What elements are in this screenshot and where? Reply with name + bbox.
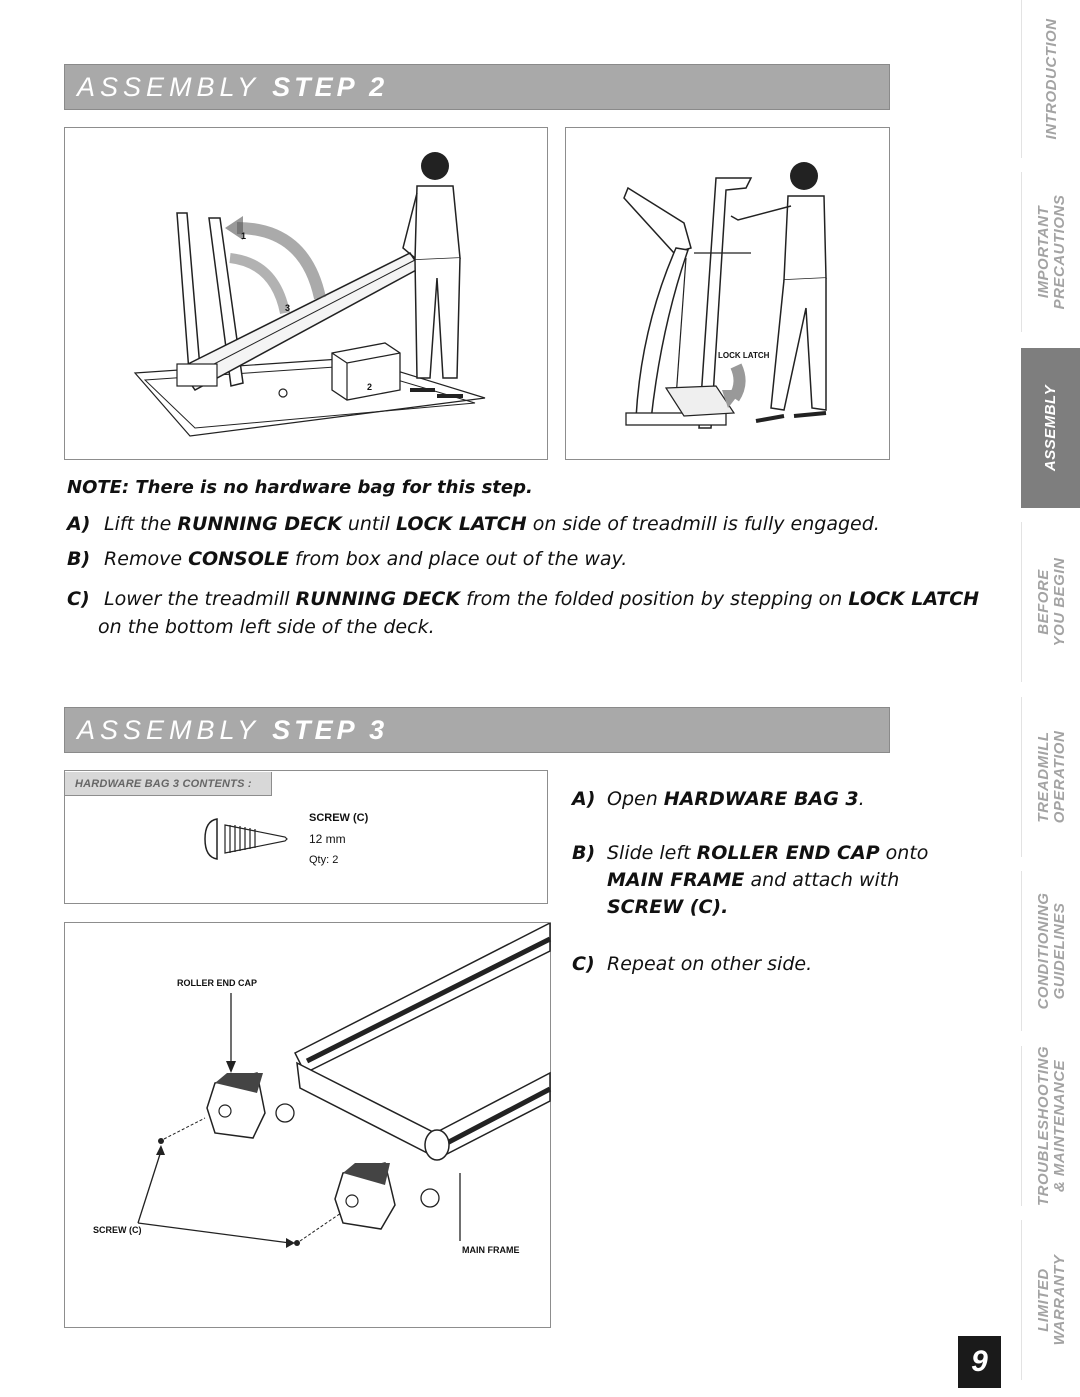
step3-header: ASSEMBLY STEP 3: [64, 707, 890, 753]
step2-item-a-mid: until: [347, 513, 390, 535]
step3-item-c-before: Repeat on other side.: [607, 953, 813, 975]
step3-item-b-line3-after: .: [721, 896, 729, 918]
step3-item-b-line3-em: SCREW (C): [607, 896, 722, 918]
step2-item-a-before: Lift the: [104, 513, 172, 535]
step3-item-c-key: C): [572, 953, 595, 975]
sidebar-tab-important-precautions[interactable]: IMPORTANT PRECAUTIONS: [1021, 172, 1080, 332]
sidebar-tab-limited-warranty[interactable]: LIMITED WARRANTY: [1021, 1220, 1080, 1380]
step2-item-b-key: B): [67, 548, 91, 570]
sidebar-tab-introduction[interactable]: INTRODUCTION: [1021, 0, 1080, 158]
step3-item-a-after: .: [858, 788, 865, 810]
sidebar-tab-treadmill-operation[interactable]: TREADMILL OPERATION: [1021, 697, 1080, 857]
step2-item-b-before: Remove: [104, 548, 183, 570]
step2-header: ASSEMBLY STEP 2: [64, 64, 890, 110]
step3-item-b-before: Slide left: [607, 842, 691, 864]
sidebar-tab-assembly[interactable]: ASSEMBLY: [1021, 348, 1080, 508]
hardware-item-qty: Qty: 2: [309, 854, 339, 866]
step3-item-b-em1: ROLLER END CAP: [696, 842, 880, 864]
step3-instruction-c: C) Repeat on other side.: [572, 951, 812, 978]
step2-item-c-before: Lower the treadmill: [104, 588, 290, 610]
step2-note: NOTE: There is no hardware bag for this …: [67, 477, 533, 498]
hardware-bag-tab: HARDWARE BAG 3 CONTENTS :: [65, 772, 272, 796]
step2-box-label-2: 2: [367, 382, 372, 392]
sidebar-tab-limited-warranty-label: LIMITED WARRANTY: [1034, 1254, 1068, 1346]
sidebar-tab-troubleshooting-label: TROUBLESHOOTING & MAINTENANCE: [1034, 1046, 1068, 1206]
step3-title-light: ASSEMBLY: [77, 715, 260, 745]
step2-item-b-em1: CONSOLE: [188, 548, 289, 570]
hardware-item-size: 12 mm: [309, 832, 346, 846]
step2-item-a-key: A): [67, 513, 91, 535]
step2-arrow-label-3: 3: [285, 303, 290, 313]
step2-arrow-label-1: 1: [241, 231, 246, 241]
step3-instruction-b: B) Slide left ROLLER END CAP onto MAIN FR…: [572, 840, 928, 921]
step2-instruction-b: B) Remove CONSOLE from box and place out…: [67, 548, 627, 570]
roller-end-cap-label: ROLLER END CAP: [177, 978, 257, 988]
step2-item-a-after: on side of treadmill is fully engaged.: [532, 513, 880, 535]
step3-item-a-key: A): [572, 788, 596, 810]
main-frame-label: MAIN FRAME: [462, 1245, 520, 1255]
sidebar-tab-assembly-label: ASSEMBLY: [1041, 384, 1059, 472]
sidebar-tab-troubleshooting[interactable]: TROUBLESHOOTING & MAINTENANCE: [1021, 1046, 1080, 1206]
step2-title-light: ASSEMBLY: [77, 72, 260, 102]
step3-item-a-em1: HARDWARE BAG 3: [663, 788, 859, 810]
step3-item-a-before: Open: [607, 788, 658, 810]
sidebar-tab-treadmill-operation-label: TREADMILL OPERATION: [1034, 730, 1068, 824]
step3-instruction-a: A) Open HARDWARE BAG 3.: [572, 786, 865, 813]
step3-item-b-key: B): [572, 842, 596, 864]
step2-item-a-em2: LOCK LATCH: [395, 513, 527, 535]
hardware-item-name: SCREW (C): [309, 812, 369, 824]
step2-item-b-after: from box and place out of the way.: [295, 548, 628, 570]
step2-item-a-em1: RUNNING DECK: [177, 513, 342, 535]
sidebar-tab-introduction-label: INTRODUCTION: [1042, 18, 1060, 140]
step2-figure-lift-deck: 1 3 2: [64, 127, 548, 460]
sidebar-tab-conditioning-guidelines[interactable]: CONDITIONING GUIDELINES: [1021, 871, 1080, 1031]
step2-item-c-mid: from the folded position by stepping on: [466, 588, 843, 610]
hardware-item: SCREW (C) 12 mm Qty: 2: [309, 808, 368, 871]
step2-instruction-c: C) Lower the treadmill RUNNING DECK from…: [67, 585, 979, 641]
step2-item-c-em1: RUNNING DECK: [295, 588, 461, 610]
step3-title-bold: STEP 3: [272, 715, 389, 745]
step2-instruction-a: A) Lift the RUNNING DECK until LOCK LATC…: [67, 513, 880, 535]
step3-item-b-after: onto: [885, 842, 929, 864]
screw-label: SCREW (C): [93, 1225, 142, 1235]
step3-item-b-line2-after: and attach with: [750, 869, 900, 891]
step3-item-b-line2-em: MAIN FRAME: [607, 869, 745, 891]
step3-figure-roller-end-cap: ROLLER END CAP SCREW (C) MAIN FRAME: [64, 922, 552, 1328]
step2-item-c-line2: on the bottom left side of the deck.: [98, 616, 435, 638]
step2-title-bold: STEP 2: [272, 72, 389, 102]
sidebar-tab-before-you-begin[interactable]: BEFORE YOU BEGIN: [1021, 522, 1080, 682]
step2-item-c-em2: LOCK LATCH: [848, 588, 980, 610]
step2-item-c-key: C): [67, 588, 90, 610]
page-number: 9: [958, 1336, 1001, 1388]
sidebar-tab-important-precautions-label: IMPORTANT PRECAUTIONS: [1034, 194, 1068, 310]
lock-latch-label: LOCK LATCH: [718, 351, 770, 360]
step2-figure-lock-latch: LOCK LATCH: [565, 127, 890, 460]
sidebar-tab-conditioning-guidelines-label: CONDITIONING GUIDELINES: [1034, 892, 1068, 1010]
sidebar-tab-before-you-begin-label: BEFORE YOU BEGIN: [1034, 557, 1068, 647]
